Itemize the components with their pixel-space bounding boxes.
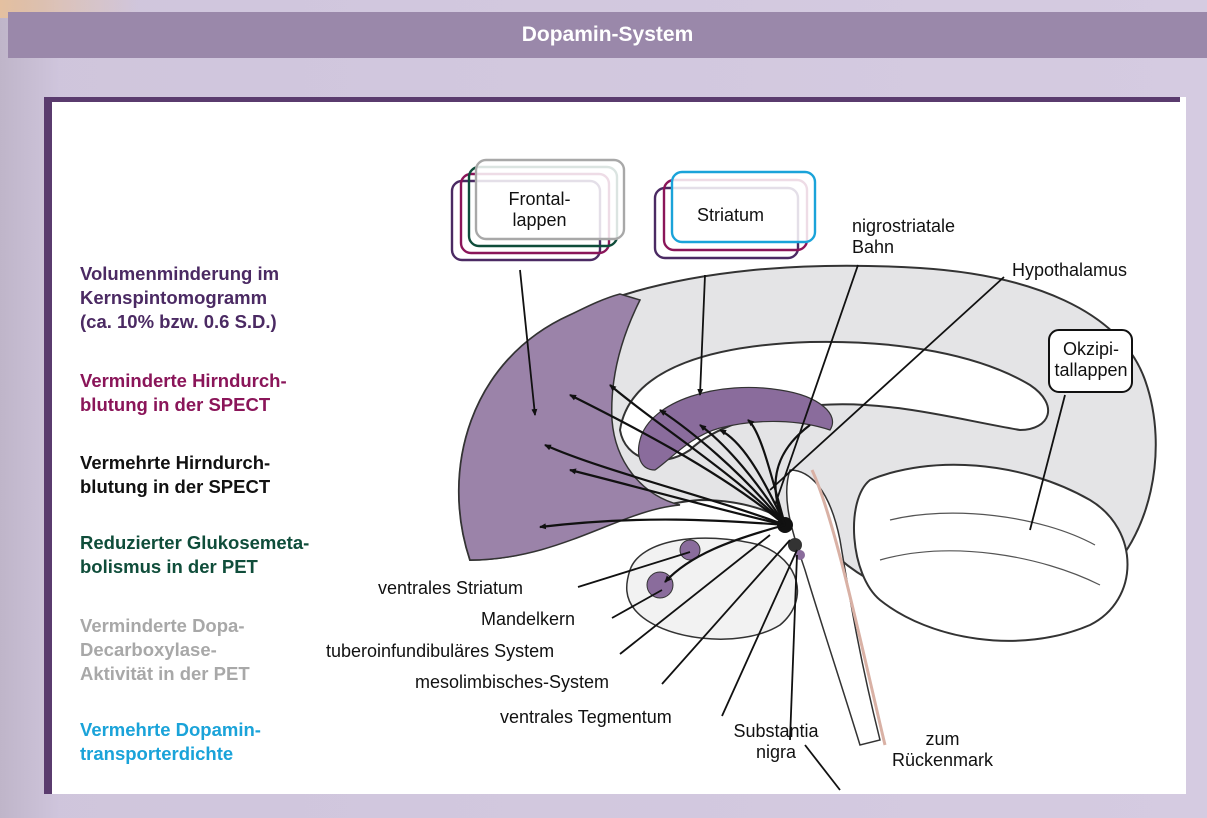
label-nigrostriatale-bahn: nigrostriatale Bahn	[852, 216, 955, 258]
label-line: Bahn	[852, 237, 955, 258]
label-line: Rückenmark	[880, 750, 1005, 771]
mandelkern-nucleus	[647, 572, 673, 598]
label-line: nigrostriatale	[852, 216, 955, 237]
label-line: nigra	[722, 742, 830, 763]
label-mesolimbisches-system: mesolimbisches-System	[415, 672, 609, 693]
label-zum-rueckenmark: zum Rückenmark	[880, 729, 1005, 771]
label-okzipitallappen: Okzipi- tallappen	[1051, 339, 1131, 381]
label-frontallappen: Frontal- lappen	[497, 189, 582, 231]
label-line: Substantia	[722, 721, 830, 742]
label-ventrales-striatum: ventrales Striatum	[378, 578, 523, 599]
label-line: lappen	[497, 210, 582, 231]
label-line: Frontal-	[497, 189, 582, 210]
label-line: tallappen	[1051, 360, 1131, 381]
label-hypothalamus: Hypothalamus	[1012, 260, 1127, 281]
label-striatum: Striatum	[697, 205, 764, 226]
label-line: Okzipi-	[1051, 339, 1131, 360]
label-substantia-nigra: Substantia nigra	[722, 721, 830, 763]
label-line: zum	[880, 729, 1005, 750]
label-tuberoinfundibulaeres-system: tuberoinfundibuläres System	[326, 641, 554, 662]
label-mandelkern: Mandelkern	[481, 609, 575, 630]
label-ventrales-tegmentum: ventrales Tegmentum	[500, 707, 672, 728]
